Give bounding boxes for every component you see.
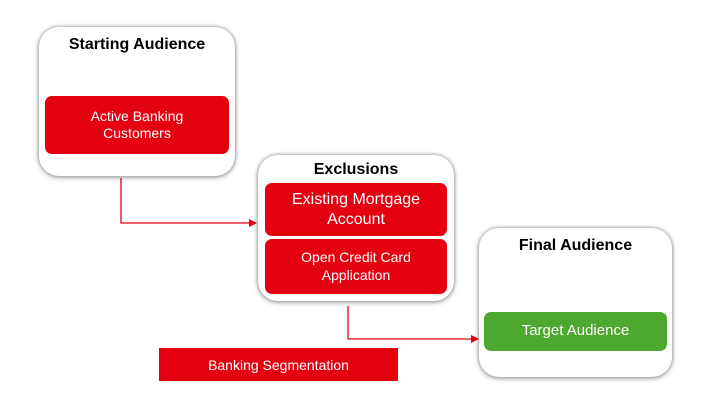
active-banking-customers-box: Active Banking Customers xyxy=(45,96,229,154)
starting-audience-title: Starting Audience xyxy=(68,36,206,53)
starting-audience-panel: Starting Audience Active Banking Custome… xyxy=(39,27,235,176)
final-audience-title: Final Audience xyxy=(518,237,633,254)
connector-exclusions-to-final xyxy=(347,306,479,343)
connector-start-to-exclusions xyxy=(120,178,257,227)
open-credit-card-application-box: Open Credit Card Application xyxy=(265,239,447,294)
exclusions-title: Exclusions xyxy=(313,161,399,178)
final-audience-panel: Final Audience Target Audience xyxy=(479,228,672,377)
existing-mortgage-account-box: Existing Mortgage Account xyxy=(265,183,447,236)
exclusions-panel: Exclusions Existing Mortgage Account Ope… xyxy=(258,155,454,301)
target-audience-box: Target Audience xyxy=(484,312,667,351)
banking-segmentation-label: Banking Segmentation xyxy=(159,348,398,381)
